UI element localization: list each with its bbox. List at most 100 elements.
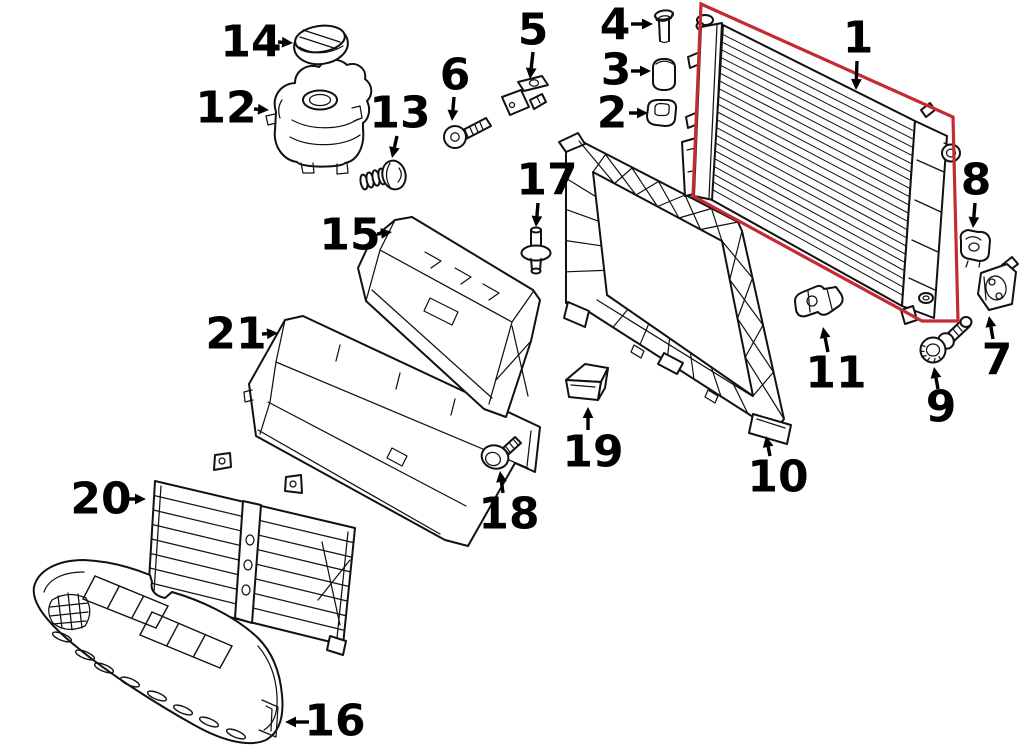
callout-3-number: 3	[601, 45, 632, 96]
callout-2-arrow-head	[637, 107, 648, 119]
part-1-radiator-illustration	[681, 14, 961, 325]
callout-7: 7	[982, 316, 1013, 386]
callout-13-number: 13	[369, 88, 430, 139]
part-16-lower-air-deflector-illustration	[32, 559, 284, 745]
callout-6-number: 6	[440, 50, 471, 101]
callout-13-arrow-head	[389, 146, 400, 158]
callout-12: 12	[195, 83, 269, 134]
deflector-slots	[51, 631, 247, 740]
callout-9: 9	[926, 367, 957, 433]
callout-6-arrow-head	[447, 109, 459, 121]
callout-19-number: 19	[562, 427, 623, 478]
callout-18: 18	[478, 471, 540, 540]
callout-12-number: 12	[195, 83, 256, 134]
callout-15-arrow-line	[376, 231, 382, 236]
callout-6: 6	[440, 50, 471, 121]
callout-17-arrow-line	[535, 202, 540, 217]
callout-4-number: 4	[600, 0, 631, 51]
callout-20-arrow-head	[135, 493, 146, 505]
callout-6-arrow-line	[451, 96, 456, 111]
callout-19-arrow-head	[582, 407, 594, 418]
callout-8-number: 8	[961, 155, 992, 206]
callout-17-number: 17	[516, 155, 577, 206]
part-14-tank-cap-illustration	[293, 24, 349, 66]
callout-14-number: 14	[220, 17, 281, 68]
callout-5: 5	[518, 5, 549, 79]
part-13-screw-illustration	[359, 159, 407, 191]
part-19-wedge-bracket-illustration	[565, 363, 609, 401]
callout-8: 8	[961, 155, 992, 228]
callout-20: 20	[70, 474, 146, 525]
callout-5-arrow-head	[525, 67, 537, 79]
callout-11-arrow-line	[823, 337, 830, 353]
callout-20-number: 20	[70, 474, 131, 525]
callout-2-number: 2	[597, 88, 628, 139]
callout-7-number: 7	[982, 335, 1013, 386]
callout-7-arrow-line	[989, 326, 995, 340]
part-10-support-frame-illustration	[558, 132, 792, 445]
callout-1-arrow-line	[854, 60, 859, 80]
part-17-push-pin-illustration	[520, 226, 552, 275]
callout-15-arrow-head	[380, 228, 392, 239]
callout-15-number: 15	[319, 210, 380, 261]
callout-21-arrow-head	[266, 328, 278, 340]
callout-10-number: 10	[747, 452, 808, 503]
callout-11: 11	[805, 327, 867, 399]
callout-5-arrow-line	[529, 51, 535, 69]
callout-21: 21	[205, 309, 278, 360]
callout-4: 4	[600, 0, 653, 51]
callout-16-number: 16	[304, 696, 365, 747]
callout-15: 15	[319, 210, 392, 261]
callout-3: 3	[601, 45, 651, 96]
callout-16: 16	[285, 696, 366, 747]
callout-16-arrow-head	[285, 716, 296, 728]
callout-13-arrow-line	[392, 135, 399, 148]
part-6-bolt-illustration	[443, 117, 492, 149]
callout-2: 2	[597, 88, 648, 139]
callout-10-arrow-line	[766, 446, 772, 457]
part-5-bracket-illustration	[501, 75, 549, 116]
callout-13: 13	[369, 88, 431, 158]
part-1-highlight-box	[691, 1, 960, 323]
callout-18-arrow-line	[499, 481, 505, 494]
part-18-screw-illustration	[480, 436, 522, 470]
part-11-clip-illustration	[794, 284, 844, 318]
part-3-grommet-illustration	[652, 58, 676, 91]
frame-lattice	[565, 140, 785, 420]
callout-9-arrow-head	[930, 367, 942, 379]
callout-9-number: 9	[926, 382, 957, 433]
callout-17: 17	[516, 155, 578, 227]
part-4-sleeve-illustration	[654, 9, 674, 44]
callout-12-arrow-head	[257, 103, 269, 115]
part-12-expansion-tank-illustration	[265, 59, 373, 175]
callout-18-arrow-head	[496, 471, 507, 483]
radiator-fins	[713, 34, 914, 297]
callout-18-number: 18	[478, 489, 539, 540]
part-21-air-guide-illustration	[243, 315, 541, 547]
callout-5-number: 5	[518, 5, 549, 56]
callout-1: 1	[843, 13, 874, 90]
callout-4-arrow-head	[642, 18, 653, 30]
callout-9-arrow-line	[934, 377, 940, 390]
callout-14-arrow-head	[281, 36, 293, 48]
callout-21-number: 21	[205, 309, 266, 360]
callout-10: 10	[747, 436, 809, 503]
callout-17-arrow-head	[531, 215, 543, 227]
callout-8-arrow-head	[968, 216, 980, 228]
part-8-mount-clamp-illustration	[959, 229, 991, 268]
part-2-grommet-illustration	[646, 99, 678, 127]
callout-14: 14	[220, 17, 293, 68]
callout-11-arrow-head	[819, 327, 831, 339]
callout-1-arrow-head	[850, 78, 862, 90]
callout-11-number: 11	[805, 348, 866, 399]
callout-19: 19	[562, 407, 624, 478]
deflector-louvers	[82, 575, 233, 669]
callout-7-arrow-head	[985, 316, 997, 328]
callout-1-number: 1	[843, 13, 874, 64]
callout-3-arrow-head	[640, 65, 651, 77]
callout-8-arrow-line	[972, 202, 977, 218]
part-9-bolt-illustration	[919, 316, 973, 364]
